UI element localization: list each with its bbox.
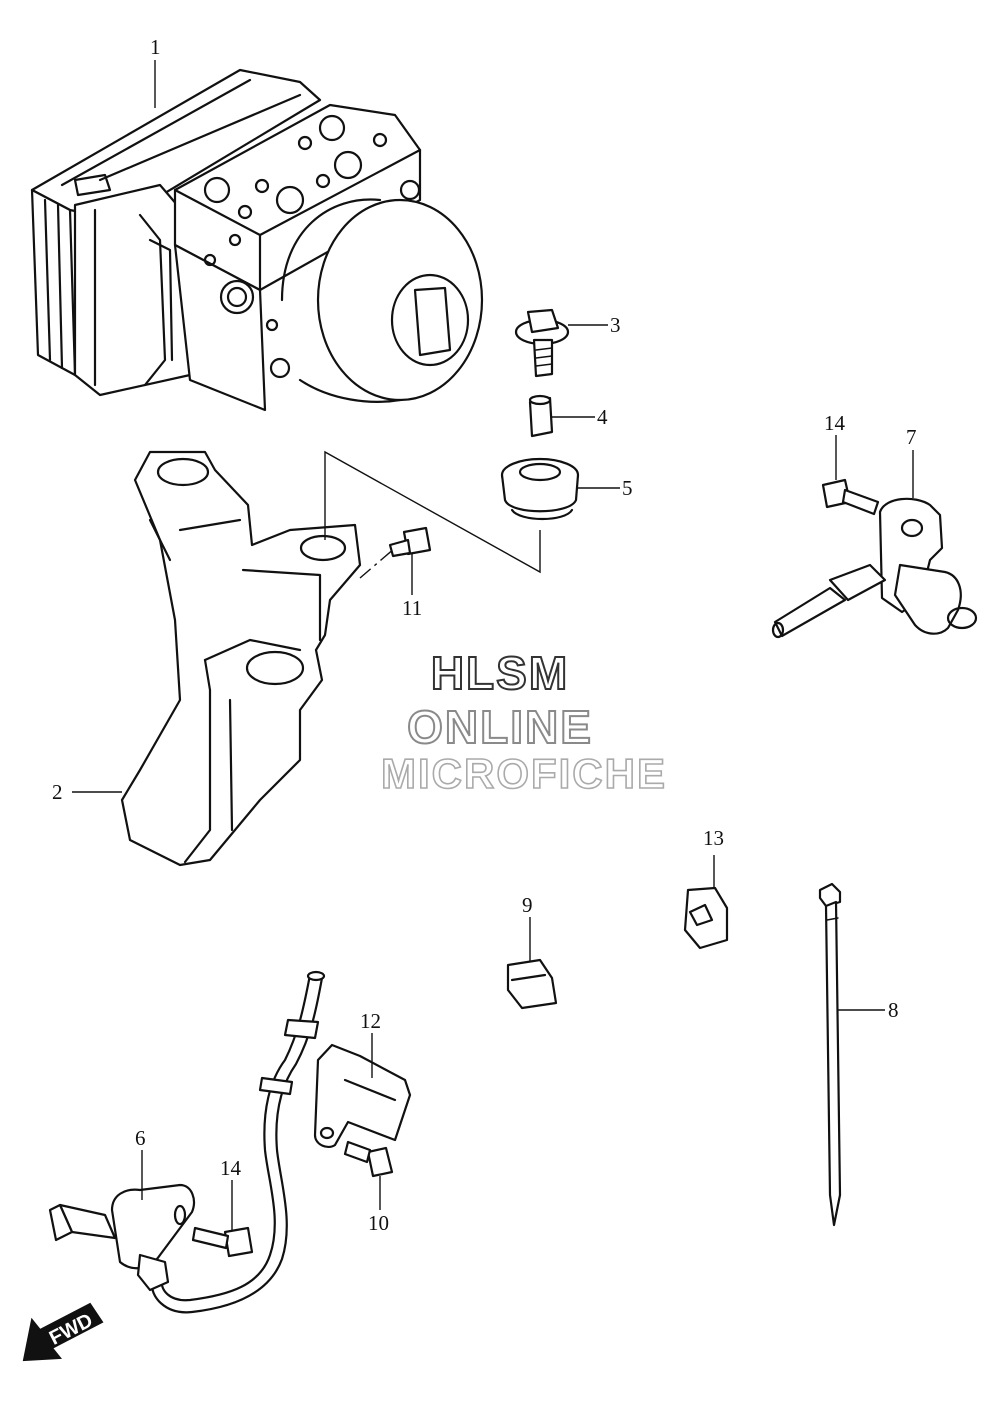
arrow-down-left-icon xyxy=(22,1302,104,1362)
callout-1: 1 xyxy=(150,35,161,59)
callout-9: 9 xyxy=(522,893,533,917)
callout-3: 3 xyxy=(610,313,621,337)
assembly-line xyxy=(324,450,541,574)
callout-13: 13 xyxy=(703,826,724,850)
callout-4: 4 xyxy=(597,405,608,429)
clamp-9[interactable] xyxy=(506,958,558,1010)
callout-14b: 14 xyxy=(220,1156,242,1180)
front-sensor[interactable] xyxy=(771,497,978,639)
clamp-13[interactable] xyxy=(683,886,729,950)
callout-8: 8 xyxy=(888,998,899,1022)
callout-6: 6 xyxy=(135,1126,146,1150)
callout-11: 11 xyxy=(402,596,422,620)
callout-10: 10 xyxy=(368,1211,389,1235)
callout-5: 5 xyxy=(622,476,633,500)
callout-14a: 14 xyxy=(824,411,846,435)
watermark-line-3: MICROFICHE xyxy=(380,749,667,798)
grommet[interactable] xyxy=(500,457,580,520)
watermark-line-1: HLSM xyxy=(430,646,570,700)
rear-sensor[interactable] xyxy=(48,970,326,1314)
bolt-rear[interactable] xyxy=(343,1140,394,1178)
abs-unit[interactable] xyxy=(30,68,484,412)
callout-12: 12 xyxy=(360,1009,381,1033)
fwd-badge: FWD xyxy=(22,1302,104,1362)
watermark-line-2: ONLINE xyxy=(406,700,593,754)
bolt-upper[interactable] xyxy=(821,478,880,516)
assembly-dash xyxy=(359,547,396,579)
collar[interactable] xyxy=(528,394,554,438)
bolt[interactable] xyxy=(514,308,570,378)
callout-2: 2 xyxy=(52,780,63,804)
rear-bracket[interactable] xyxy=(313,1043,412,1149)
callout-7: 7 xyxy=(906,425,917,449)
bracket[interactable] xyxy=(120,450,362,867)
cable-tie[interactable] xyxy=(818,882,842,1227)
bolt-small[interactable] xyxy=(388,526,432,558)
bolt-lower[interactable] xyxy=(191,1226,254,1258)
